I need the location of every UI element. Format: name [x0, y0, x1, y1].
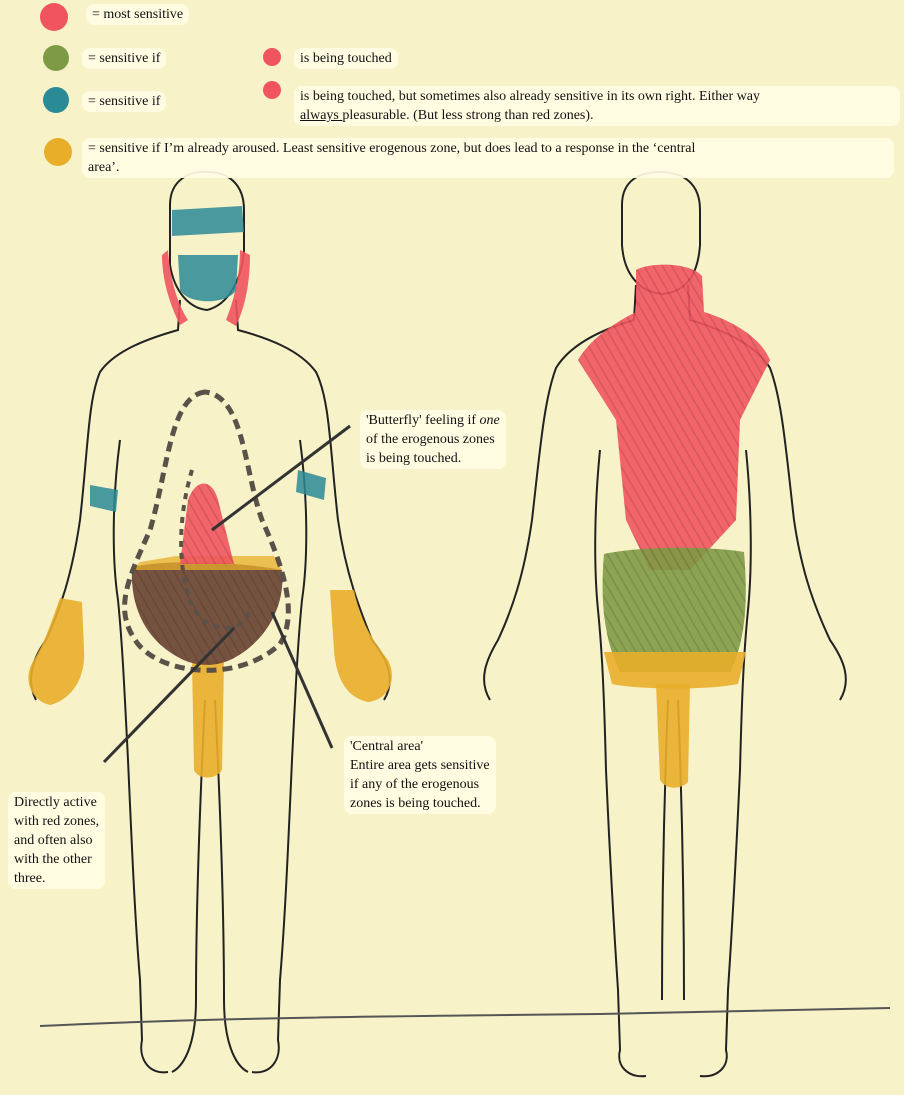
butterfly-text-italic: one: [480, 413, 500, 428]
butterfly-annotation: 'Butterfly' feeling if one of the erogen…: [360, 410, 506, 469]
central-area-line2: if any of the erogenous: [350, 777, 479, 792]
front-genital-yellow: [192, 660, 224, 778]
direct-line5: three.: [14, 871, 45, 886]
back-genital-yellow: [656, 684, 690, 788]
legend-yellow-text-end: area’.: [88, 160, 119, 175]
direct-line4: with the other: [14, 852, 92, 867]
butterfly-text-line3: is being touched.: [366, 451, 461, 466]
front-hand-yellow-right: [330, 590, 392, 702]
direct-line1: Directly active: [14, 795, 97, 810]
floor-line: [40, 1008, 890, 1026]
legend-small-red-dot-1: [263, 48, 281, 66]
back-red-hatch: [578, 265, 770, 570]
butterfly-text-start: 'Butterfly' feeling if: [366, 413, 480, 428]
back-figure: [484, 172, 846, 1076]
legend-red-dot: [40, 3, 68, 31]
front-figure: [28, 172, 392, 1073]
legend-yellow-label: = sensitive if I’m already aroused. Leas…: [82, 138, 894, 178]
front-belly-hatch: [180, 484, 234, 565]
butterfly-text-line2: of the erogenous zones: [366, 432, 495, 447]
front-arm-blue-left: [90, 485, 118, 512]
legend-blue-condition-text: is being touched, but sometimes also alr…: [300, 89, 760, 104]
legend-yellow-text: = sensitive if I’m already aroused. Leas…: [88, 141, 695, 156]
front-hand-yellow-left: [28, 598, 84, 705]
legend-blue-label: = sensitive if: [82, 91, 166, 112]
front-central-hatch: [132, 562, 283, 665]
direct-line2: with red zones,: [14, 814, 99, 829]
central-area-title: 'Central area': [350, 739, 423, 754]
central-area-line3: zones is being touched.: [350, 796, 481, 811]
legend-green-condition: is being touched: [294, 48, 398, 69]
legend-blue-condition-end: pleasurable. (But less strong than red z…: [342, 108, 593, 123]
butterfly-pointer-line: [212, 426, 350, 530]
legend-blue-dot: [43, 87, 69, 113]
central-area-annotation: 'Central area' Entire area gets sensitiv…: [344, 736, 496, 814]
front-forehead-blue: [172, 206, 244, 236]
legend-blue-condition: is being touched, but sometimes also alr…: [294, 86, 900, 126]
direct-active-annotation: Directly active with red zones, and ofte…: [8, 792, 105, 889]
legend-blue-condition-underlined: always: [300, 108, 342, 123]
central-pointer-line: [272, 612, 332, 748]
legend-small-red-dot-2: [263, 81, 281, 99]
central-area-line1: Entire area gets sensitive: [350, 758, 490, 773]
legend-green-label: = sensitive if: [82, 48, 166, 69]
legend-red-label: = most sensitive: [86, 4, 189, 25]
front-chin-blue: [178, 255, 238, 301]
direct-line3: and often also: [14, 833, 93, 848]
legend-yellow-dot: [44, 138, 72, 166]
back-yellow-rim: [604, 652, 746, 689]
legend-green-dot: [43, 45, 69, 71]
front-arm-blue-right: [296, 470, 326, 500]
